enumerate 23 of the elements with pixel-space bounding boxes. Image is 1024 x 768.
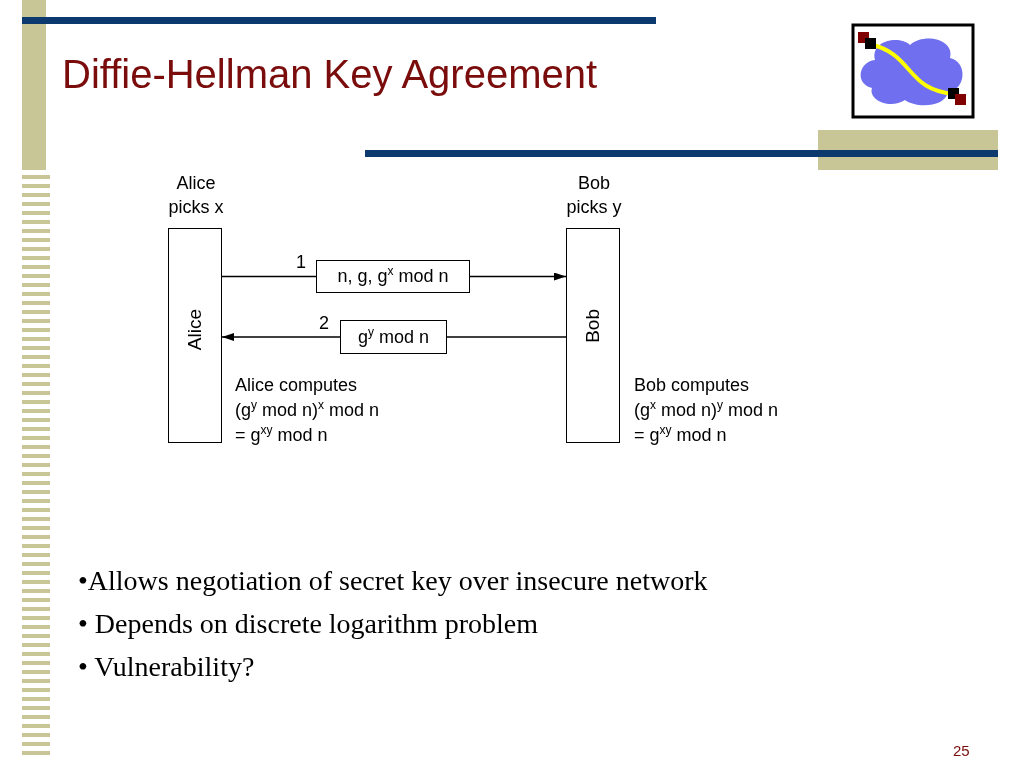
bullet-text: •Allows negotiation of secret key over insecure network — [78, 565, 708, 597]
computation-text: = g$^{xy}$ mod n — [634, 423, 727, 447]
lifeline-heading: Alice picks x — [167, 172, 225, 219]
computation-text: Bob computes — [634, 374, 750, 397]
step-number: 1 — [296, 251, 306, 274]
step-number: 2 — [319, 312, 329, 335]
page-number: 25 — [953, 742, 970, 759]
computation-text: (g$^{x}$ mod n)$^{y}$ mod n — [634, 398, 779, 422]
lifeline-heading: Bob picks y — [565, 172, 623, 219]
connector-line — [221, 275, 317, 278]
connector-line — [446, 336, 567, 338]
arrow — [221, 333, 341, 341]
lifeline-name: Alice — [184, 308, 206, 350]
slide-title: Diffie-Hellman Key Agreement — [62, 52, 598, 97]
arrow — [469, 272, 567, 281]
message-box: n, g, g$^{x}$ mod n — [316, 260, 470, 293]
computation-text: (g$^{y}$ mod n)$^{x}$ mod n — [235, 398, 380, 422]
bullet-text: • Vulnerability? — [78, 651, 255, 683]
message-box: g$^{y}$ mod n — [340, 320, 447, 354]
bullet-text: • Depends on discrete logarithm problem — [78, 608, 539, 640]
computation-text: = g$^{xy}$ mod n — [235, 423, 328, 447]
computation-text: Alice computes — [235, 374, 358, 397]
lifeline-name: Bob — [582, 308, 604, 343]
